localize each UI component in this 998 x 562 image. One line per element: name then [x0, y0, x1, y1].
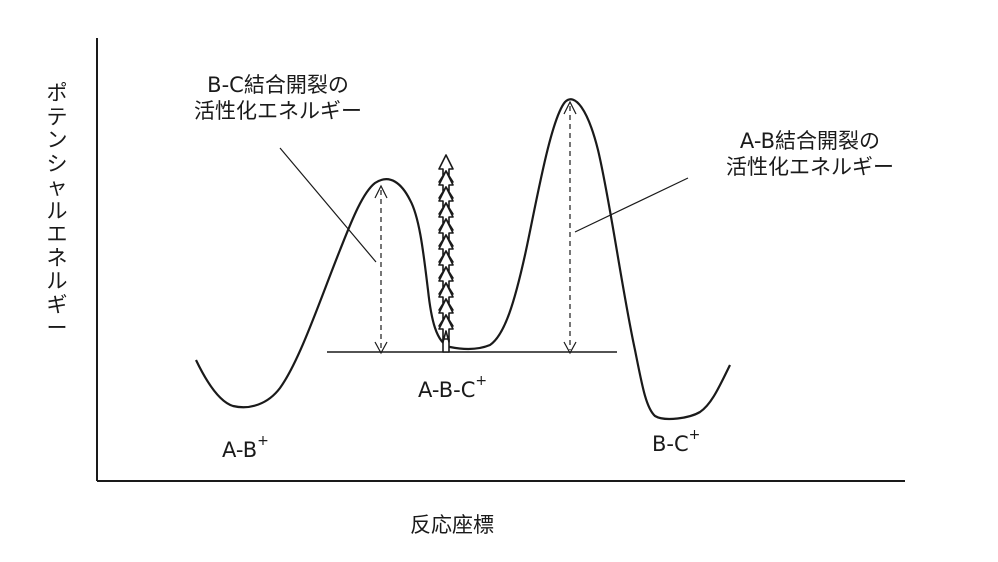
ab-leader-line	[574, 177, 689, 233]
bc-barrier-label-line1: B-C結合開裂の	[207, 73, 349, 97]
ab-ion-text: A-B	[222, 438, 258, 462]
bc-barrier-label: B-C結合開裂の 活性化エネルギー	[158, 72, 398, 124]
bc-barrier-label-line2: 活性化エネルギー	[194, 99, 362, 123]
y-axis-label: ポテンシャルエネルギー	[46, 81, 68, 340]
bc-leader-line	[279, 147, 377, 263]
bc-ion-charge: +	[688, 427, 701, 443]
ab-activation-arrow	[563, 100, 577, 355]
bc-ion-label: B-C+	[652, 426, 700, 457]
x-axis-label: 反応座標	[410, 513, 494, 537]
ab-barrier-label-line2: 活性化エネルギー	[726, 155, 894, 179]
excitation-arrows	[438, 154, 454, 353]
ab-ion-label: A-B+	[222, 432, 269, 463]
ab-barrier-label-line1: A-B結合開裂の	[739, 129, 881, 153]
bc-ion-text: B-C	[652, 432, 689, 456]
abc-ion-label: A-B-C+	[418, 372, 487, 403]
bc-activation-arrow	[374, 184, 388, 355]
energy-curve	[195, 98, 731, 421]
abc-ion-charge: +	[475, 373, 488, 389]
abc-ion-text: A-B-C	[418, 378, 476, 402]
ab-ion-charge: +	[257, 433, 269, 449]
ab-barrier-label: A-B結合開裂の 活性化エネルギー	[690, 128, 930, 180]
